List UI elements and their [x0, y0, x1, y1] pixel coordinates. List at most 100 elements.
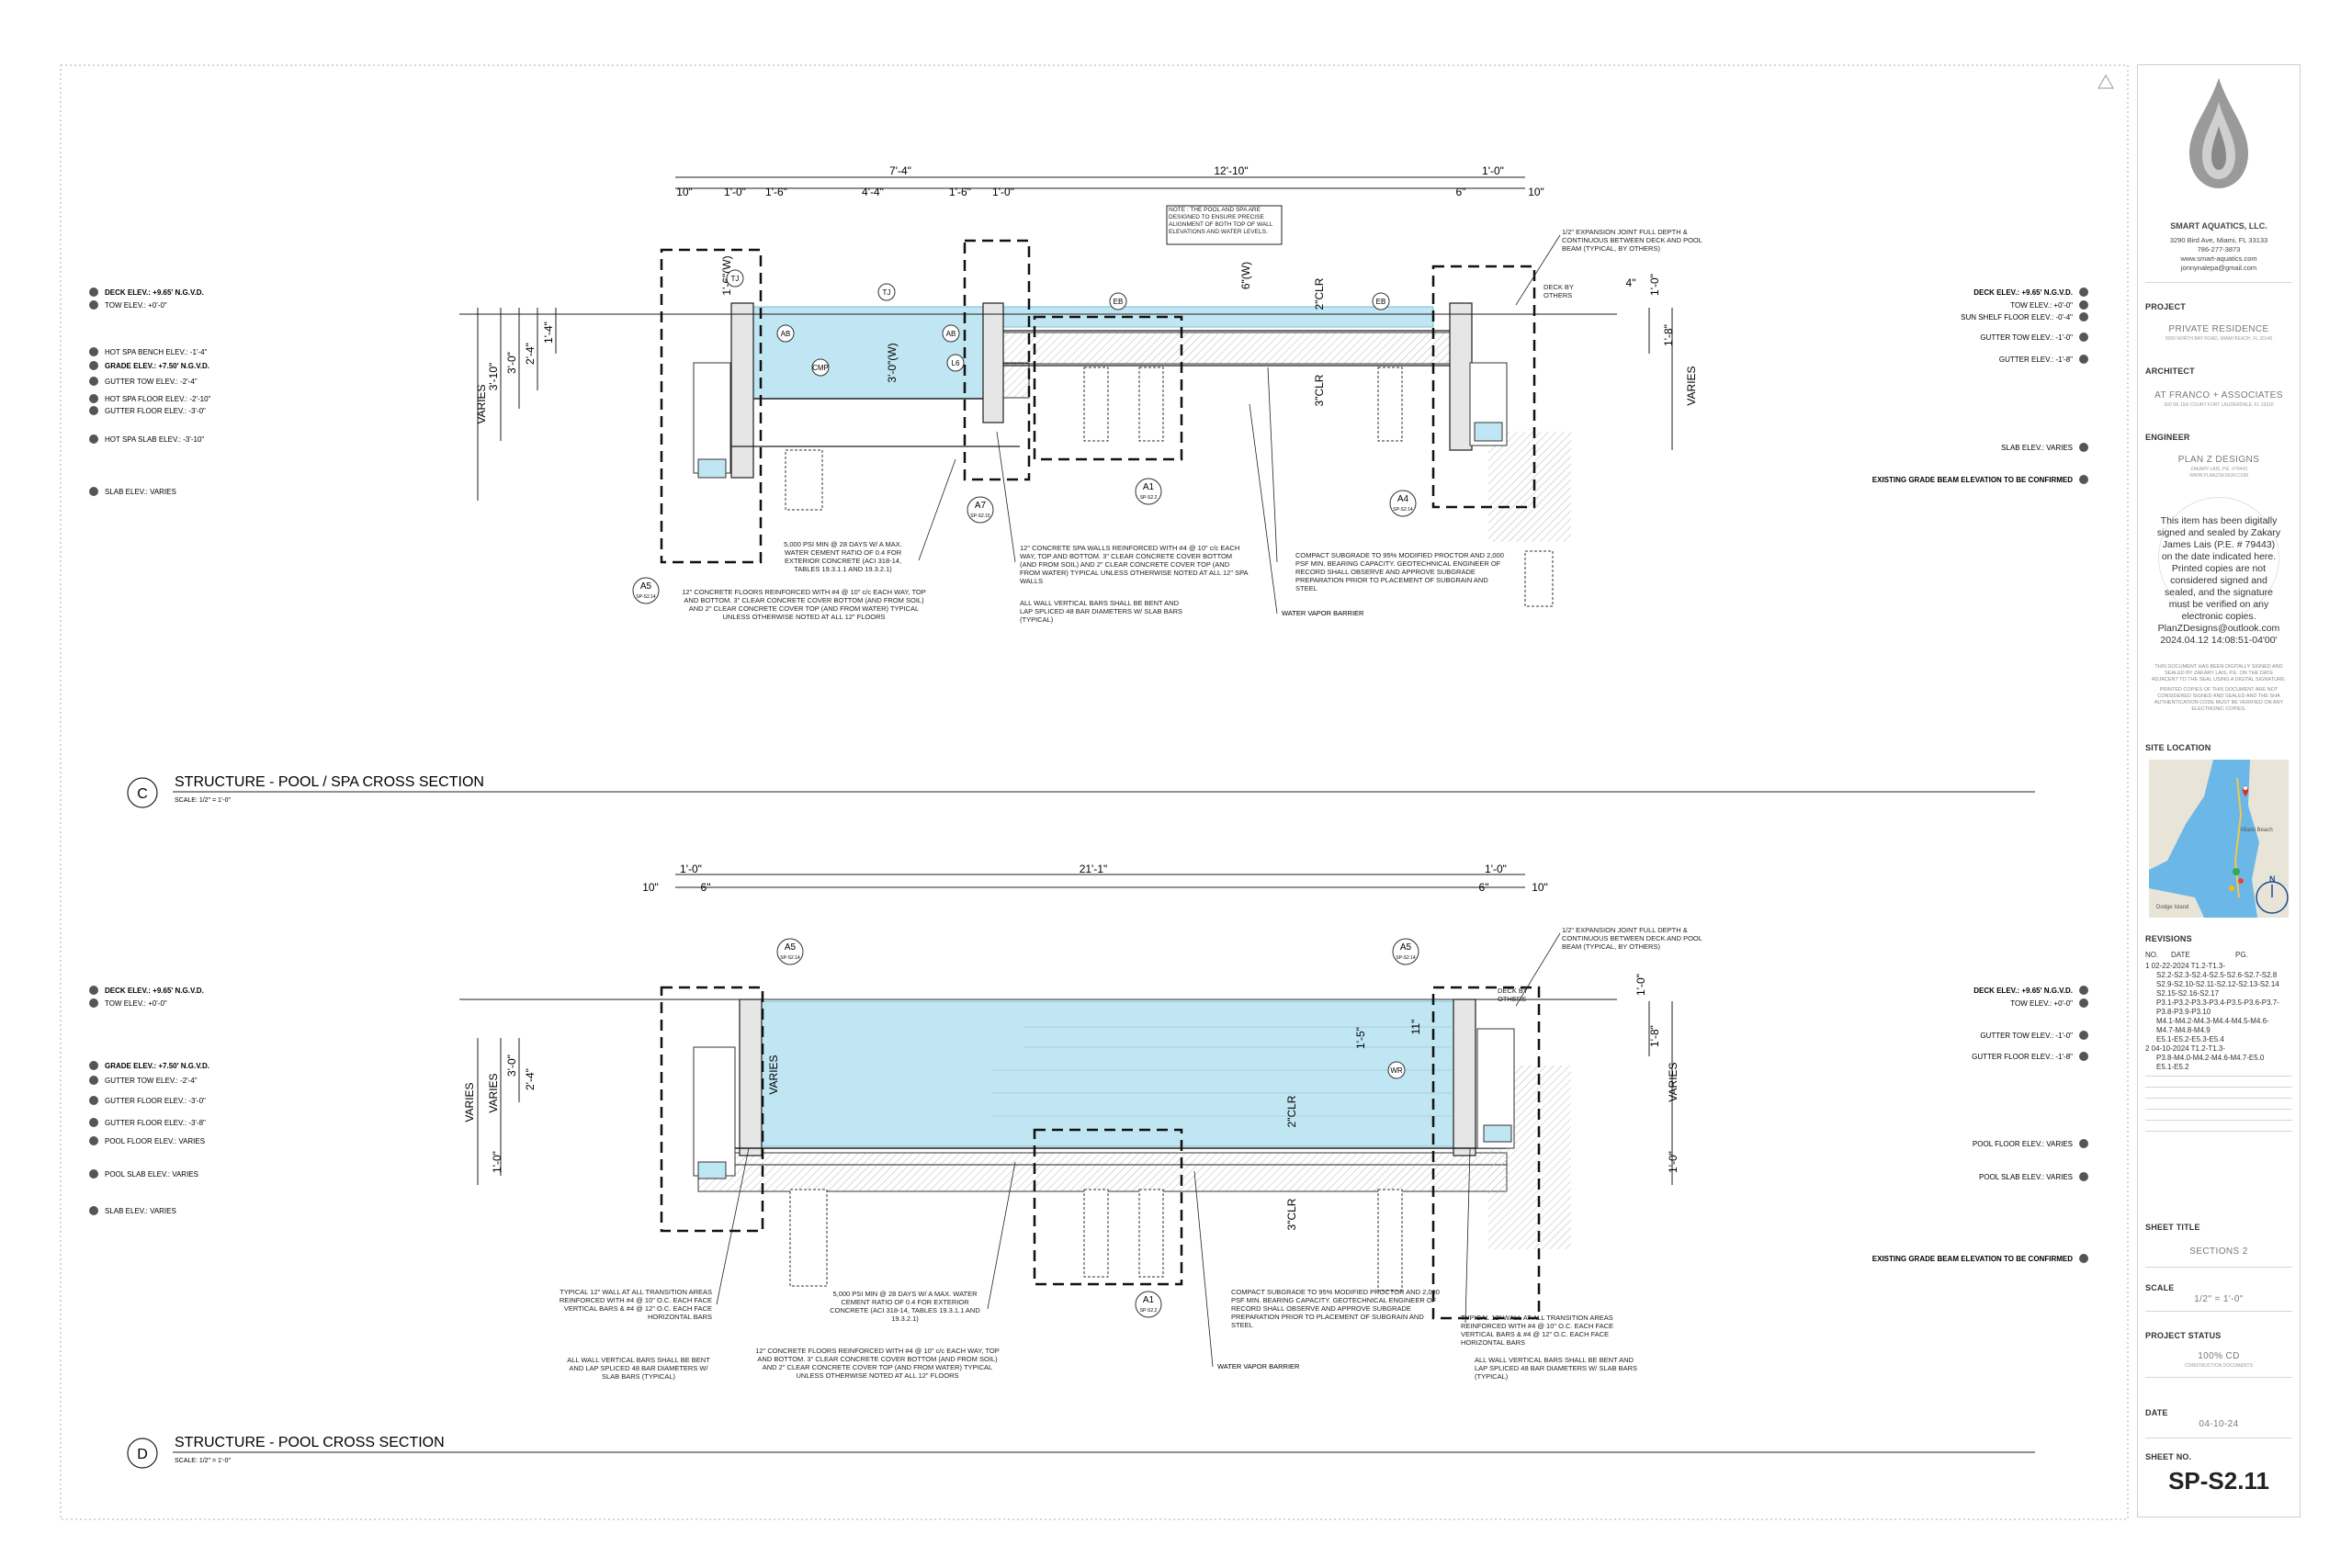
c-tag-7: EB — [1376, 298, 1386, 306]
revision-line-4: P3.1-P3.2-P3.3-P3.4-P3.5-P3.6-P3.7- — [2156, 998, 2279, 1007]
c-tag-11: A7 — [975, 501, 987, 511]
scale-value: 1/2" = 1'-0" — [2194, 1294, 2244, 1304]
c-tag-10: A5 — [640, 581, 652, 592]
c-left-elev-4: GUTTER TOW ELEV.: -2'-4" — [105, 378, 198, 386]
d-callout-wall-bars-right: ALL WALL VERTICAL BARS SHALL BE BENT AND… — [1475, 1356, 1638, 1381]
sheet-border — [60, 64, 2129, 1520]
architect-name: AT FRANCO + ASSOCIATES — [2154, 390, 2283, 400]
company-website: www.smart-aquatics.com — [2180, 254, 2257, 263]
d-callout-concrete-psi: 5,000 PSI MIN @ 28 DAYS W/ A MAX. WATER … — [830, 1290, 980, 1323]
section-c-tags: TJ TJ AB AB CMP L6 EB EB A1 SP-S2.2 A4 S… — [632, 269, 1417, 604]
d-right-elev-6: EXISTING GRADE BEAM ELEVATION TO BE CONF… — [1872, 1255, 2073, 1263]
c-vdim-8: 6"(W) — [1239, 262, 1252, 289]
d-tag-sheet-1: SP-S2.14 — [1396, 955, 1416, 961]
d-left-elev-6: POOL FLOOR ELEV.: VARIES — [105, 1137, 205, 1145]
sheet-number: SP-S2.11 — [2168, 1467, 2269, 1495]
section-c-hatched-mass — [1488, 432, 1571, 542]
d-left-elev-4: GUTTER FLOOR ELEV.: -3'-0" — [105, 1097, 206, 1105]
section-c-spa-water — [752, 306, 993, 400]
c-callout-concrete-psi: 5,000 PSI MIN @ 28 DAYS W/ A MAX. WATER … — [784, 540, 902, 573]
engineer-license: ZAKARY LAIS, P.E. #79443 — [2190, 467, 2247, 472]
date-label: DATE — [2145, 1408, 2168, 1417]
c-tag-5: L6 — [952, 359, 960, 367]
signature-line-3: on the date indicated here. — [2161, 551, 2277, 562]
section-c-title: STRUCTURE - POOL / SPA CROSS SECTION — [175, 774, 484, 790]
section-d-drawing — [459, 874, 1673, 1320]
detail-box-d-a5-right — [1431, 986, 1541, 1320]
disclaimer-3: PRINTED COPIES OF THIS DOCUMENT ARE NOT — [2159, 687, 2278, 693]
project-status: 100% CD — [2198, 1351, 2240, 1361]
d-tag-0: A5 — [785, 942, 797, 953]
section-c-spa-wall — [982, 302, 1004, 423]
d-callout-transition-wall: TYPICAL 12" WALL AT ALL TRANSITION AREAS… — [559, 1288, 712, 1321]
section-d-pool-water — [760, 1000, 1455, 1147]
sheet-title-label: SHEET TITLE — [2145, 1223, 2200, 1232]
c-tag-8: A1 — [1143, 482, 1155, 492]
engineer-label: ENGINEER — [2145, 433, 2190, 442]
d-left-elev-5: GUTTER FLOOR ELEV.: -3'-8" — [105, 1119, 206, 1127]
c-callout-subgrade: COMPACT SUBGRADE TO 95% MODIFIED PROCTOR… — [1295, 551, 1504, 592]
company-name: SMART AQUATICS, LLC. — [2170, 221, 2267, 231]
c-left-elev-2: HOT SPA BENCH ELEV.: -1'-4" — [105, 348, 208, 356]
d-callout-wall-bars-left: ALL WALL VERTICAL BARS SHALL BE BENT AND… — [567, 1356, 710, 1381]
d-left-elev-0: DECK ELEV.: +9.65' N.G.V.D. — [105, 987, 204, 995]
c-tag-2: AB — [781, 330, 791, 338]
company-phone: 786-277-3873 — [2197, 245, 2241, 254]
d-tag-sheet-0: SP-S2.14 — [780, 955, 800, 961]
signature-line-10: 2024.04.12 14:08:51-04'00' — [2160, 635, 2278, 646]
c-vdim-10: 3"CLR — [1313, 374, 1326, 406]
c-tag-4: CMP — [812, 364, 829, 372]
d-vdim-2: VARIES — [487, 1073, 500, 1112]
d-vdim-13: VARIES — [1667, 1062, 1679, 1101]
d-vdim-4: 2'-4" — [524, 1068, 537, 1090]
c-tag-sheet-0: SP-S2.2 — [1140, 495, 1158, 501]
d-callout-expansion-joint: 1/2" EXPANSION JOINT FULL DEPTH & CONTIN… — [1562, 926, 1702, 951]
c-vdim-9: 2"CLR — [1313, 277, 1326, 310]
revisions-label: REVISIONS — [2145, 934, 2192, 943]
d-vdim-9: 2"CLR — [1285, 1095, 1298, 1127]
sheet-title: SECTIONS 2 — [2189, 1247, 2248, 1257]
signature-line-2: James Lais (P.E. # 79443) — [2162, 539, 2276, 550]
revision-line-2: S2.9-S2.10-S2.11-S2.12-S2.13-S2.14 — [2156, 980, 2279, 988]
d-right-elev-2: GUTTER TOW ELEV.: -1'-0" — [1980, 1032, 2073, 1040]
d-callout-subgrade: COMPACT SUBGRADE TO 95% MODIFIED PROCTOR… — [1231, 1288, 1440, 1329]
project-label: PROJECT — [2145, 302, 2186, 311]
d-vdim-3: 3'-0" — [505, 1055, 518, 1077]
section-c-marker-letter: C — [137, 786, 148, 802]
c-dim-6: 1'-6" — [765, 186, 787, 198]
d-vdim-12: 1'-8" — [1648, 1025, 1661, 1047]
site-location-label: SITE LOCATION — [2145, 743, 2211, 752]
section-d-left-elevations: DECK ELEV.: +9.65' N.G.V.D. TOW ELEV.: +… — [89, 986, 209, 1215]
d-vdim-5: 1'-0" — [491, 1151, 503, 1173]
section-c-pool-slab — [1001, 332, 1453, 365]
d-vdim-7: 1'-5" — [1354, 1027, 1367, 1049]
d-dim-5: 6" — [701, 881, 711, 894]
c-callout-floors: 12" CONCRETE FLOORS REINFORCED WITH #4 @… — [682, 588, 926, 621]
section-d-tags: A5 SP-S2.14 A5 SP-S2.14 A1 SP-S2.2 WR — [776, 938, 1419, 1318]
d-right-elev-0: DECK ELEV.: +9.65' N.G.V.D. — [1973, 987, 2073, 995]
warning-icon — [2097, 73, 2115, 89]
section-c-right-wall — [1449, 302, 1473, 451]
disclaimer-6: ELECTRONIC COPIES. — [2191, 706, 2246, 712]
rev-col-date: DATE — [2171, 951, 2190, 959]
signature-line-7: must be verified on any — [2168, 599, 2269, 610]
d-dim-2: 21'-1" — [1080, 863, 1108, 875]
revision-line-6: M4.1-M4.2-M4.3-M4.4-M4.5-M4.6- — [2156, 1017, 2269, 1025]
map-label-miami-beach: Miami Beach — [2241, 828, 2273, 833]
signature-line-4: Printed copies are not — [2171, 563, 2267, 574]
section-d-left-wall — [739, 998, 763, 1156]
architect-label: ARCHITECT — [2145, 367, 2195, 376]
d-left-elev-8: SLAB ELEV.: VARIES — [105, 1207, 176, 1215]
section-c-scale: SCALE: 1/2" = 1'-0" — [175, 797, 231, 804]
c-dim-10: 6" — [1456, 186, 1466, 198]
c-tag-sheet-3: SP-S2.15 — [970, 513, 990, 519]
signature-line-8: electronic copies. — [2181, 611, 2256, 622]
c-dim-2: 12'-10" — [1214, 164, 1248, 177]
d-tag-2: A1 — [1143, 1295, 1155, 1305]
map-label-dodge-island: Dodge Island — [2156, 905, 2188, 910]
title-block: SMART AQUATICS, LLC. 3290 Bird Ave, Miam… — [2137, 64, 2301, 1517]
c-vdim-13: 1'-8" — [1662, 324, 1675, 346]
revision-line-8: E5.1-E5.2-E5.3-E5.4 — [2156, 1035, 2224, 1043]
c-left-elev-1: TOW ELEV.: +0'-0" — [105, 301, 167, 310]
